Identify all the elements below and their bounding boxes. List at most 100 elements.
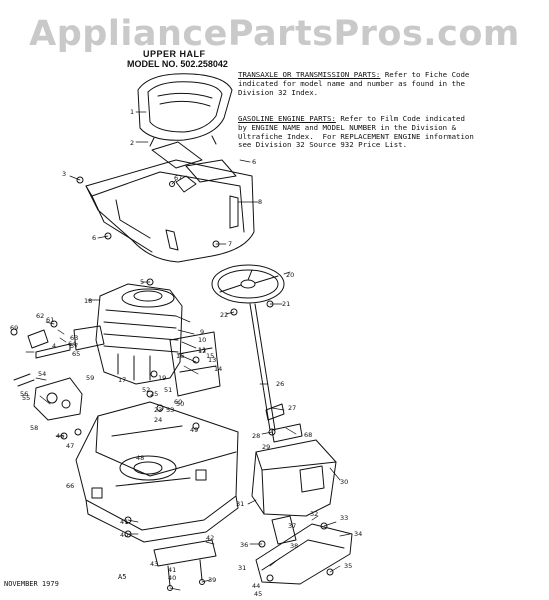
callout-12: 12 bbox=[198, 347, 206, 355]
callout-6b: 6 bbox=[252, 158, 256, 166]
engine-note: GASOLINE ENGINE PARTS: Refer to Film Cod… bbox=[238, 114, 474, 150]
callout-20: 20 bbox=[286, 271, 294, 279]
callout-9: 9 bbox=[200, 328, 204, 336]
engine-note-title: GASOLINE ENGINE PARTS: bbox=[238, 114, 336, 123]
callout-39: 39 bbox=[208, 576, 216, 584]
callout-5: 5 bbox=[140, 278, 144, 286]
model-number: MODEL NO. 502.258042 bbox=[127, 59, 228, 69]
engine-note-line1: Refer to Film Code indicated bbox=[335, 114, 465, 123]
chassis-frame-drawing bbox=[75, 401, 239, 543]
callout-31a: 31 bbox=[236, 500, 244, 508]
transaxle-note-line3: Division 32 Index. bbox=[238, 87, 319, 97]
callout-40b: 40 bbox=[168, 574, 176, 582]
callout-61: 61 bbox=[46, 316, 54, 324]
callout-51: 51 bbox=[164, 386, 172, 394]
callout-65: 65 bbox=[72, 350, 80, 358]
callout-56: 56 bbox=[20, 390, 28, 398]
transaxle-note-line1: Refer to Fiche Code bbox=[380, 70, 470, 79]
footer-page-code: A5 bbox=[118, 573, 127, 581]
callout-24: 24 bbox=[154, 416, 162, 424]
leader-lines bbox=[25, 111, 351, 591]
callout-26: 26 bbox=[276, 380, 284, 388]
callout-8: 8 bbox=[258, 198, 262, 206]
callout-45: 45 bbox=[254, 590, 262, 598]
engine-note-line3: Ultrafiche Index. For REPLACEMENT ENGINE… bbox=[238, 131, 474, 141]
callout-6a: 6 bbox=[92, 234, 96, 242]
steering-bracket-drawing bbox=[169, 331, 221, 397]
engine-note-line2: by ENGINE NAME and MODEL NUMBER in the D… bbox=[238, 122, 457, 132]
callout-27: 27 bbox=[288, 404, 296, 412]
callout-17: 17 bbox=[118, 376, 126, 384]
transaxle-note-line2: indicated for model name and number as f… bbox=[238, 78, 465, 88]
dash-console-drawing bbox=[251, 423, 337, 517]
callout-4: 4 bbox=[52, 342, 56, 350]
callout-7: 7 bbox=[228, 240, 232, 248]
lower-pan-drawing bbox=[255, 515, 353, 585]
callout-46: 46 bbox=[56, 432, 64, 440]
callout-50: 50 bbox=[176, 400, 184, 408]
callout-31b: 31 bbox=[238, 564, 246, 572]
callout-38: 38 bbox=[290, 542, 298, 550]
watermark-text: AppliancePartsPros.com bbox=[29, 14, 520, 54]
engine-drawing bbox=[27, 283, 183, 385]
callout-60: 60 bbox=[174, 398, 182, 406]
callout-41b: 41 bbox=[168, 566, 176, 574]
throttle-cluster-drawing bbox=[13, 373, 83, 421]
callout-57: 57 bbox=[70, 342, 78, 350]
callout-1: 1 bbox=[130, 108, 134, 116]
callout-23: 23 bbox=[154, 406, 162, 414]
callout-58: 58 bbox=[30, 424, 38, 432]
callout-42: 42 bbox=[206, 534, 214, 542]
callout-25: 25 bbox=[150, 390, 158, 398]
section-title: UPPER HALF bbox=[143, 49, 206, 59]
body-pan-drawing bbox=[85, 159, 255, 263]
callout-22: 22 bbox=[220, 311, 228, 319]
callout-29: 29 bbox=[262, 443, 270, 451]
callout-54: 54 bbox=[38, 370, 46, 378]
callout-41a: 41 bbox=[120, 518, 128, 526]
steering-shaft-drawing bbox=[249, 303, 285, 431]
callout-37: 37 bbox=[288, 522, 296, 530]
lower-bar-drawing bbox=[153, 539, 217, 591]
transaxle-note-title: TRANSAXLE OR TRANSMISSION PARTS: bbox=[238, 70, 381, 79]
seat-bracket-drawing bbox=[151, 141, 237, 183]
callout-13: 13 bbox=[208, 356, 216, 364]
callout-48: 48 bbox=[136, 454, 144, 462]
callout-68: 68 bbox=[304, 431, 312, 439]
callout-69: 69 bbox=[10, 324, 18, 332]
callout-10: 10 bbox=[198, 336, 206, 344]
callout-55: 55 bbox=[22, 394, 30, 402]
callout-53: 53 bbox=[166, 406, 174, 414]
engine-note-line4: see Division 32 Source 932 Price List. bbox=[238, 140, 408, 150]
callout-28: 28 bbox=[252, 432, 260, 440]
callout-30: 30 bbox=[340, 478, 348, 486]
callout-40a: 40 bbox=[120, 531, 128, 539]
callout-43: 43 bbox=[150, 560, 158, 568]
callout-47: 47 bbox=[66, 442, 74, 450]
callout-19: 19 bbox=[158, 374, 166, 382]
transaxle-note: TRANSAXLE OR TRANSMISSION PARTS: Refer t… bbox=[238, 70, 470, 97]
callout-18: 18 bbox=[84, 297, 92, 305]
callout-11: 11 bbox=[198, 346, 206, 354]
callout-63: 63 bbox=[70, 334, 78, 342]
callout-16: 16 bbox=[176, 352, 184, 360]
steering-wheel-drawing bbox=[211, 264, 285, 304]
callout-67: 67 bbox=[174, 174, 182, 182]
callout-36: 36 bbox=[240, 541, 248, 549]
callout-62: 62 bbox=[36, 312, 44, 320]
callout-33: 33 bbox=[340, 514, 348, 522]
callout-44: 44 bbox=[252, 582, 260, 590]
callout-15: 15 bbox=[206, 352, 214, 360]
callout-2: 2 bbox=[130, 139, 134, 147]
callout-64: 64 bbox=[68, 340, 76, 348]
callout-labels: 1 2 3 4 5 6 6 7 8 9 10 11 12 13 14 15 16… bbox=[10, 108, 362, 598]
callout-21: 21 bbox=[282, 300, 290, 308]
callout-35: 35 bbox=[344, 562, 352, 570]
callout-14: 14 bbox=[214, 365, 222, 373]
callout-3: 3 bbox=[62, 170, 66, 178]
callout-52: 52 bbox=[142, 386, 150, 394]
footer-date: NOVEMBER 1979 bbox=[4, 580, 59, 588]
callout-66: 66 bbox=[66, 482, 74, 490]
callout-32: 32 bbox=[310, 510, 318, 518]
